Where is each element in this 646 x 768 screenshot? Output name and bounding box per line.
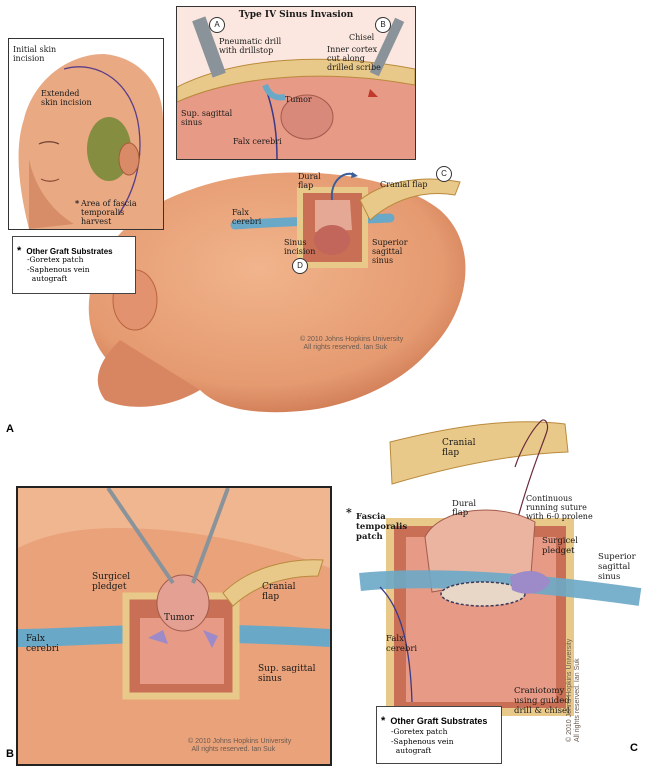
badge-c: C [436,166,452,182]
badge-d: D [292,258,308,274]
panel-letter-b: B [6,748,14,760]
graft-item-saphenous: -Saphenous vein autograft [27,265,90,283]
fascia-patch-label: Fascia temporalis patch [356,512,408,542]
pneumatic-drill-label: Pneumatic drill with drillstop [219,37,282,55]
dural-flap-label-c: Dural flap [452,499,477,518]
falx-cerebri-label: Falx cerebri [233,137,282,146]
initial-skin-incision-label: Initial skin incision [13,45,57,63]
fascia-harvest-label: Area of fascia temporalis harvest [81,199,137,226]
craniotomy-label: Craniotomy using guided drill & chisel [514,686,570,716]
tumor-label-b: Tumor [164,613,195,623]
inner-cortex-label: Inner cortex cut along drilled scribe [327,45,381,72]
graft-substrates-box-a: * Other Graft Substrates -Goretex patch … [12,236,136,294]
falx-cerebri-label-a: Falx cerebri [232,208,262,226]
graft-box-title: Other Graft Substrates [26,247,113,256]
face-inset: Initial skin incision Extended skin inci… [8,38,164,230]
graft-item-goretex: -Goretex patch [27,255,84,264]
graft-item-goretex-c: -Goretex patch [391,727,448,736]
panel-b: Surgicel pledget Cranial flap Tumor Falx… [16,486,332,766]
cranial-flap-label-a: Cranial flap [380,180,428,189]
graft-substrates-box-c: * Other Graft Substrates -Goretex patch … [376,706,502,764]
badge-a: A [209,17,225,33]
face-illustration [18,54,163,229]
panel-letter-a: A [6,423,14,435]
panel-a-cranial-flap [359,178,461,221]
superior-sagittal-sinus-label-c: Superior sagittal sinus [598,552,636,582]
copyright-a: © 2010 Johns Hopkins University All righ… [300,336,404,351]
panel-c: Cranial flap Continuous running suture w… [340,412,646,768]
sup-sagittal-sinus-label: Sup. sagittal sinus [181,109,233,127]
falx-cerebri-label-b: Falx cerebri [26,634,59,654]
asterisk-marker: * [75,198,80,208]
graft-item-saphenous-c: -Saphenous vein autograft [391,737,454,755]
extended-skin-incision-label: Extended skin incision [41,89,92,107]
chisel-label: Chisel [349,33,375,42]
cranial-flap-label-b: Cranial flap [262,582,296,602]
panel-c-illustration [359,419,642,716]
tumor-label: Tumor [285,95,312,104]
graft-box-title-c: Other Graft Substrates [390,716,488,726]
falx-cerebri-label-c: Falx cerebri [386,634,418,654]
copyright-b: © 2010 Johns Hopkins University All righ… [188,738,292,753]
graft-asterisk: * [17,245,22,257]
continuous-suture-label: Continuous running suture with 6-0 prole… [526,494,593,521]
panel-a: Initial skin incision Extended skin inci… [6,6,466,435]
sup-sagittal-sinus-label-b: Sup. sagittal sinus [258,664,316,684]
sinus-incision-label: Sinus incision [284,238,316,256]
surgicel-pledget-label-b: Surgicel pledget [92,572,131,592]
superior-sagittal-sinus-label-a: Superior sagittal sinus [372,238,408,265]
copyright-c: © 2010 Johns Hopkins University All righ… [566,638,581,742]
type4-inset: Type IV Sinus Invasion A B Pneumatic dri… [176,6,416,160]
fascia-asterisk: * [346,506,352,519]
cranial-flap-label-c: Cranial flap [442,438,476,458]
graft-asterisk-c: * [381,715,386,727]
type4-title: Type IV Sinus Invasion [238,10,354,20]
dural-flap-label-a: Dural flap [298,172,321,190]
panel-letter-c: C [630,742,638,754]
panel-b-illustration [18,488,330,764]
badge-b: B [375,17,391,33]
surgicel-pledget-label-c: Surgicel pledget [542,536,579,556]
panel-a-head-illustration [88,172,466,413]
